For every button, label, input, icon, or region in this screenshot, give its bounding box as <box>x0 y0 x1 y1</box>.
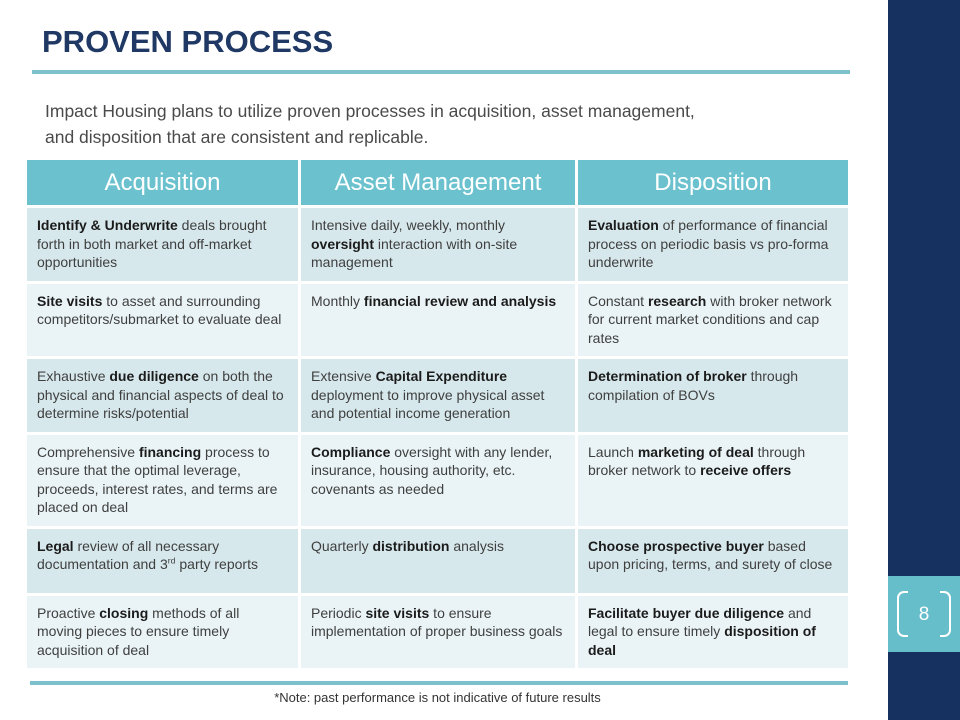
table-row: Legal review of all necessary documentat… <box>27 528 848 593</box>
process-table-body: Identify & Underwrite deals brought fort… <box>27 208 848 668</box>
intro-line-2: and disposition that are consistent and … <box>45 127 429 147</box>
page-number: 8 <box>918 603 930 625</box>
sidebar: 8 <box>888 0 960 720</box>
title-divider <box>32 70 850 74</box>
bracket-right-icon <box>939 591 951 637</box>
table-row: Identify & Underwrite deals brought fort… <box>27 208 848 281</box>
page-number-badge: 8 <box>888 576 960 652</box>
table-cell: Choose prospective buyer based upon pric… <box>578 528 848 593</box>
table-row: Proactive closing methods of all moving … <box>27 595 848 668</box>
table-cell: Proactive closing methods of all moving … <box>27 595 298 668</box>
bracket-left-icon <box>897 591 908 637</box>
table-cell: Comprehensive financing process to ensur… <box>27 434 298 526</box>
footer-divider <box>30 681 848 685</box>
table-row: Comprehensive financing process to ensur… <box>27 434 848 526</box>
table-row: Site visits to asset and surrounding com… <box>27 283 848 356</box>
table-cell: Constant research with broker network fo… <box>578 283 848 356</box>
table-header: Acquisition Asset Management Disposition <box>27 160 848 205</box>
table-cell: Legal review of all necessary documentat… <box>27 528 298 593</box>
table-cell: Evaluation of performance of financial p… <box>578 208 848 281</box>
table-cell: Launch marketing of deal through broker … <box>578 434 848 526</box>
footnote: *Note: past performance is not indicativ… <box>274 690 601 705</box>
page-title: PROVEN PROCESS <box>42 24 334 59</box>
intro-text: Impact Housing plans to utilize proven p… <box>45 98 845 150</box>
table-cell: Quarterly distribution analysis <box>301 528 575 593</box>
column-header-acquisition: Acquisition <box>27 160 298 205</box>
intro-line-1: Impact Housing plans to utilize proven p… <box>45 101 695 121</box>
table-cell: Identify & Underwrite deals brought fort… <box>27 208 298 281</box>
column-header-disposition: Disposition <box>578 160 848 205</box>
table-cell: Compliance oversight with any lender, in… <box>301 434 575 526</box>
table-cell: Site visits to asset and surrounding com… <box>27 283 298 356</box>
process-table: Acquisition Asset Management Disposition… <box>27 160 848 671</box>
table-cell: Facilitate buyer due diligence and legal… <box>578 595 848 668</box>
table-cell: Periodic site visits to ensure implement… <box>301 595 575 668</box>
table-cell: Monthly financial review and analysis <box>301 283 575 356</box>
table-cell: Exhaustive due diligence on both the phy… <box>27 359 298 432</box>
table-row: Exhaustive due diligence on both the phy… <box>27 359 848 432</box>
table-cell: Intensive daily, weekly, monthly oversig… <box>301 208 575 281</box>
table-cell: Extensive Capital Expenditure deployment… <box>301 359 575 432</box>
table-cell: Determination of broker through compilat… <box>578 359 848 432</box>
column-header-asset-management: Asset Management <box>301 160 575 205</box>
